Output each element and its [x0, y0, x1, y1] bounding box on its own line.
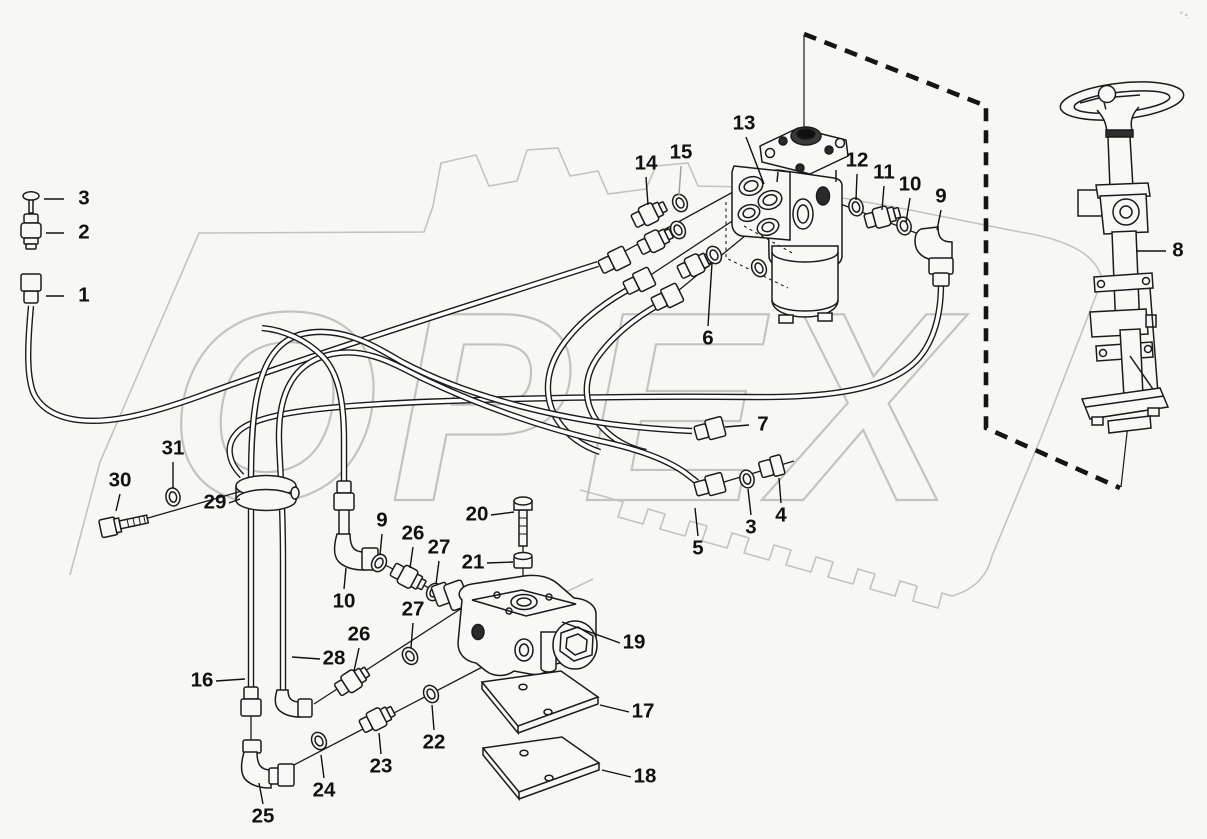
part-number-label: 12 [846, 148, 869, 171]
callout-leader-line [707, 262, 713, 327]
part-number-label: 1 [78, 283, 89, 306]
callout-leader-line [409, 546, 414, 569]
callout-leader-line [881, 185, 885, 211]
part-number-label: 9 [376, 508, 387, 531]
watermark-text: ОРЕХ [168, 257, 968, 558]
callout-leader-line [855, 173, 858, 201]
callout-leader-line [115, 493, 121, 512]
part-number-label: 23 [370, 754, 393, 777]
part-number-label: 10 [899, 172, 922, 195]
callout-leader-line [215, 678, 246, 682]
callout-leader-line [490, 511, 515, 516]
cover-plate-18 [481, 736, 601, 802]
callout-leader-line [745, 136, 765, 185]
part-number-label: 26 [348, 622, 371, 645]
hose-clamp [235, 474, 300, 512]
callout-leader-line [905, 197, 911, 223]
callout-leader-line [410, 622, 414, 649]
part-number-label: 30 [109, 468, 132, 491]
part-number-label: 10 [333, 589, 356, 612]
cover-plate-17 [480, 670, 600, 736]
callout-leader-line [435, 560, 440, 585]
steering-column [1059, 81, 1185, 434]
callout-leader-line [599, 704, 630, 713]
part-number-label: 4 [775, 503, 787, 526]
corner-marks: ° °· [1177, 10, 1191, 23]
callout-leader-line [645, 176, 649, 206]
part-number-label: 11 [873, 160, 895, 183]
part-number-label: 6 [702, 326, 713, 349]
plug-part-3 [22, 191, 40, 214]
callout-leader-line [486, 561, 514, 564]
part-number-label: 3 [78, 186, 89, 209]
callout-leader-line [747, 488, 752, 516]
part-number-label: 21 [462, 550, 485, 573]
callout-leader-line [678, 165, 682, 196]
part-number-label: 9 [935, 184, 946, 207]
parts-artwork [20, 81, 1185, 802]
elbow-fitting-28 [274, 689, 313, 718]
callout-leader-line [778, 477, 782, 504]
callout-leader-line [353, 647, 360, 672]
callout-leader-line [379, 533, 383, 556]
part-number-label: 22 [423, 730, 446, 753]
callout-leader-line [291, 656, 321, 660]
steering-valve [430, 574, 598, 677]
callout-leader-line [343, 567, 347, 590]
part-number-label: 29 [204, 490, 227, 513]
part-number-label: 27 [428, 535, 451, 558]
nut-21 [513, 551, 533, 569]
part-number-label: 24 [313, 778, 336, 801]
callout-leader-line [431, 704, 435, 731]
part-number-label: 31 [162, 436, 185, 459]
elbow-fitting-25 [240, 739, 295, 789]
steering-control-unit [725, 126, 849, 324]
callout-leader-line [724, 424, 750, 428]
part-number-label: 27 [402, 597, 425, 620]
part-number-label: 16 [191, 668, 214, 691]
part-number-label: 14 [635, 151, 658, 174]
callout-leader-line [694, 507, 699, 537]
bolt-20 [513, 496, 533, 547]
part-number-label: 15 [670, 140, 693, 163]
part-number-label: 17 [632, 699, 655, 722]
bolt-30 [98, 514, 150, 539]
callout-leader-line [601, 769, 632, 778]
callout-leader-line [320, 754, 325, 779]
part-number-label: 13 [733, 111, 756, 134]
part-number-label: 28 [323, 646, 346, 669]
part-number-label: 18 [634, 764, 657, 787]
part-number-label: 8 [1172, 238, 1183, 261]
part-number-label: 25 [252, 804, 275, 827]
part-number-label: 19 [623, 630, 646, 653]
callout-leader-line [378, 732, 382, 755]
part-number-label: 2 [78, 220, 89, 243]
callout-leader-line [561, 621, 621, 644]
callout-leader-line [936, 209, 942, 231]
part-number-label: 3 [745, 515, 756, 538]
elbow-fitting-9 [914, 226, 954, 287]
callout-leader-line [228, 498, 241, 504]
part-number-label: 5 [692, 536, 703, 559]
part-number-label: 7 [757, 412, 768, 435]
callout-leader-line [258, 782, 264, 805]
part-number-label: 26 [402, 521, 425, 544]
drive-shaft-dashed-line [803, 31, 1129, 491]
part-number-label: 20 [466, 502, 489, 525]
